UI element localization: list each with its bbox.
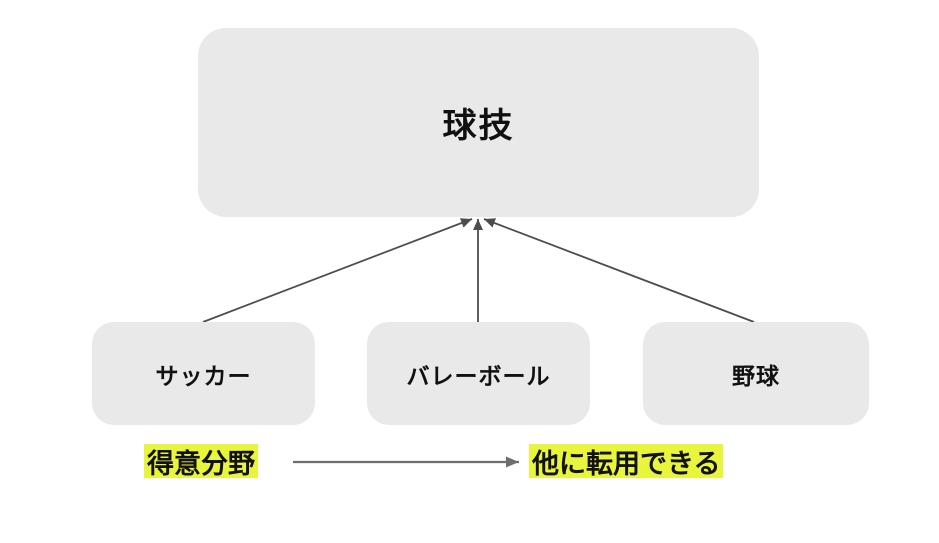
- node-baseball-label: 野球: [732, 362, 780, 389]
- node-soccer-label: サッカー: [155, 362, 252, 389]
- legend-source-text: 得意分野: [147, 448, 255, 479]
- legend-target-label: 他に転用できる: [529, 444, 724, 479]
- node-baseball: 野球: [643, 322, 869, 425]
- node-volleyball: バレーボール: [367, 322, 590, 425]
- arrow-soccer-to-root: [202, 218, 473, 323]
- legend-source-label: 得意分野: [144, 444, 258, 479]
- node-soccer: サッカー: [92, 322, 315, 425]
- legend-target-text: 他に転用できる: [532, 448, 721, 479]
- arrow-baseball-to-root: [483, 218, 755, 323]
- node-root-label: 球技: [442, 107, 515, 145]
- node-volleyball-label: バレーボール: [406, 362, 551, 389]
- node-root: 球技: [198, 28, 759, 217]
